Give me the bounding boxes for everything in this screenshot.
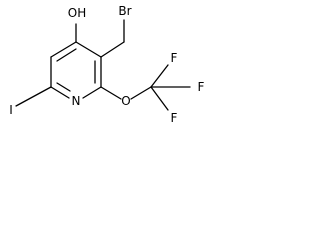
nitrogen-label: N xyxy=(72,94,81,108)
bromine-label: Br xyxy=(118,4,131,18)
bond-n-c6-outer xyxy=(50,86,70,99)
bond-c-f-top xyxy=(150,64,169,88)
bond-c5-c4-inner xyxy=(56,48,77,62)
fluorine-right-label: F xyxy=(198,80,205,94)
bond-c2-o xyxy=(100,86,122,100)
structure-diagram: OH Br N I O F F F xyxy=(9,4,205,125)
bond-c6-i xyxy=(15,86,52,107)
bond-c-f-bottom xyxy=(150,86,169,111)
fluorine-bottom-label: F xyxy=(171,111,178,125)
bond-c2-n xyxy=(82,86,102,99)
bond-c4-c3 xyxy=(75,41,102,58)
iodine-label: I xyxy=(9,103,13,117)
fluorine-top-label: F xyxy=(171,51,178,65)
bond-c3-ch2 xyxy=(100,41,125,58)
oxygen-label: O xyxy=(121,94,130,108)
bond-n-c6-inner xyxy=(56,82,71,92)
pyridine-ring xyxy=(50,41,102,99)
bond-c5-c4-outer xyxy=(50,41,77,58)
hydroxyl-label: OH xyxy=(68,6,86,20)
bond-o-cf3 xyxy=(130,86,152,100)
